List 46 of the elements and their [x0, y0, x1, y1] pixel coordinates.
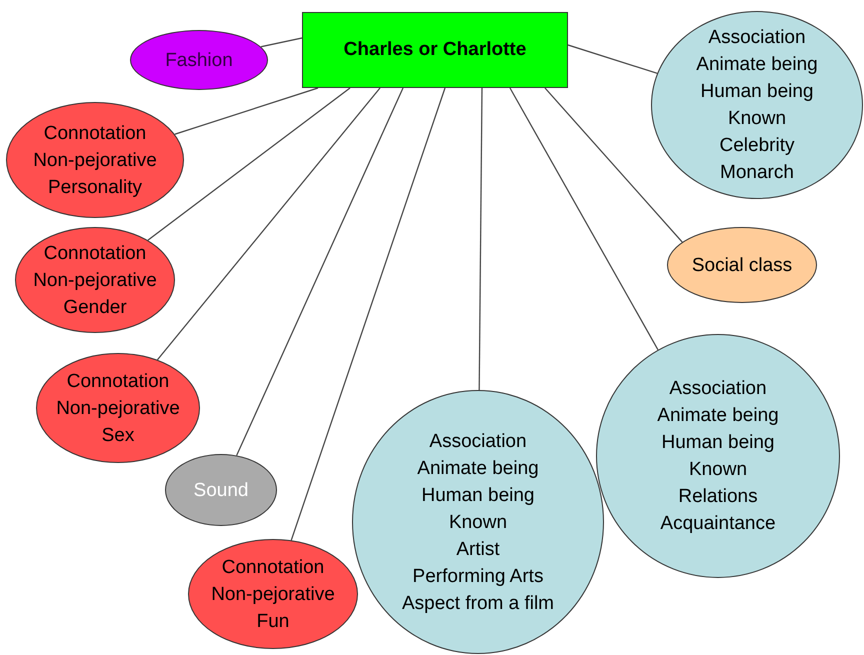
- node-text: Fun: [256, 610, 290, 634]
- node-text: Association: [708, 26, 806, 50]
- node-text: Connotation: [44, 122, 146, 146]
- node-text: Human being: [421, 484, 535, 508]
- node-text: Artist: [456, 538, 500, 562]
- node-text: Acquaintance: [660, 512, 776, 536]
- node-text: Connotation: [222, 556, 324, 580]
- connector-line: [568, 44, 658, 74]
- connector-line: [174, 87, 318, 135]
- node-text: Known: [448, 510, 508, 534]
- node-text: Relations: [678, 485, 758, 509]
- node-text: Celebrity: [720, 134, 794, 158]
- node-text: Human being: [661, 431, 775, 455]
- node-text: Non-pejorative: [33, 148, 157, 172]
- node-text: Association: [669, 377, 767, 401]
- node-text: Sound: [194, 478, 248, 502]
- node-text: Animate being: [417, 456, 539, 480]
- connector-line: [260, 37, 302, 48]
- node-text: Monarch: [720, 161, 794, 185]
- central-topic-box: [302, 12, 568, 88]
- node-text: Gender: [63, 296, 127, 320]
- node-text: Animate being: [657, 404, 779, 428]
- node-text: Aspect from a film: [402, 592, 554, 616]
- node-text: Non-pejorative: [211, 582, 335, 606]
- node-text: Non-pejorative: [33, 268, 157, 292]
- connector-line: [478, 88, 483, 390]
- connector-line: [509, 88, 658, 350]
- node-text: Animate being: [696, 53, 818, 77]
- connector-line: [290, 88, 446, 540]
- node-text: Known: [728, 107, 786, 131]
- node-text: Non-pejorative: [56, 396, 180, 420]
- node-text: Connotation: [66, 370, 170, 394]
- node-text: Social class: [692, 254, 792, 278]
- connector-line: [157, 88, 380, 360]
- node-text: Association: [429, 430, 527, 454]
- connector-line: [147, 88, 350, 241]
- node-text: Human being: [700, 80, 814, 104]
- topic-title: Charles or Charlotte: [344, 38, 526, 62]
- node-text: Personality: [48, 176, 142, 200]
- node-text: Sex: [102, 424, 134, 448]
- node-text: Fashion: [165, 48, 233, 72]
- connector-line: [236, 88, 404, 456]
- node-text: Performing Arts: [412, 564, 544, 588]
- node-text: Known: [688, 458, 748, 482]
- node-text: Connotation: [44, 242, 146, 266]
- connector-line: [544, 88, 683, 242]
